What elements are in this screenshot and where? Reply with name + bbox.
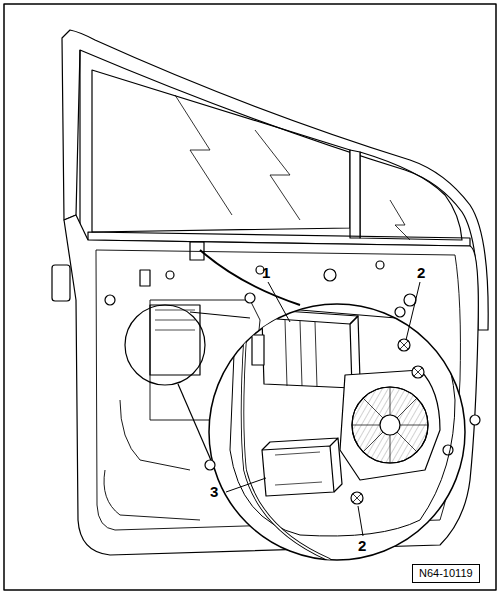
figure-number: N64-10119 <box>412 564 480 583</box>
callout-number: 2 <box>358 538 366 553</box>
quarter-glass <box>360 152 462 240</box>
door-inner-opening <box>230 310 455 536</box>
mounting-nuts <box>230 300 453 525</box>
leader-lines <box>226 282 420 536</box>
door-handle <box>52 265 70 301</box>
window-glass <box>92 70 350 232</box>
callout-number: 1 <box>262 265 270 280</box>
motor-housing <box>252 310 360 388</box>
magnified-view <box>209 304 465 560</box>
fixing-screws <box>351 339 424 504</box>
callout-number: 3 <box>210 484 218 499</box>
control-module <box>262 438 342 496</box>
detail-circle <box>125 305 205 385</box>
frame-border <box>4 4 496 590</box>
door-flange-nuts <box>205 293 480 470</box>
callout-number: 2 <box>417 265 425 280</box>
gear-housing <box>340 370 440 480</box>
